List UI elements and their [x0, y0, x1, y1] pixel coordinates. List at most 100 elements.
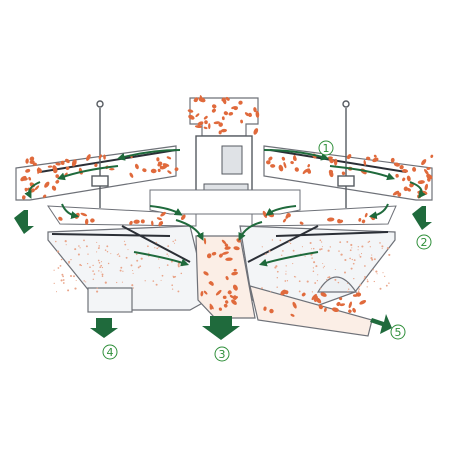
- fine-speck: [359, 255, 362, 258]
- material-particle: [324, 307, 327, 312]
- material-particle: [313, 295, 318, 302]
- material-particle: [203, 126, 208, 130]
- material-particle: [278, 164, 284, 172]
- material-particle: [406, 187, 411, 192]
- material-particle: [228, 112, 234, 116]
- fine-speck: [311, 257, 313, 259]
- fine-speck: [276, 286, 278, 288]
- material-particle: [292, 155, 297, 161]
- fine-speck: [104, 281, 107, 284]
- material-particle: [424, 183, 429, 191]
- material-particle: [430, 154, 434, 158]
- fine-speck: [172, 240, 174, 243]
- fine-speck: [289, 242, 292, 245]
- material-particle: [232, 296, 239, 300]
- material-particle: [227, 290, 232, 295]
- material-particle: [253, 107, 257, 113]
- fine-speck: [62, 282, 65, 284]
- fine-speck: [144, 280, 146, 282]
- fine-speck: [167, 245, 170, 247]
- fine-speck: [98, 262, 101, 264]
- callout-number: 3: [219, 348, 226, 361]
- fine-speck: [276, 277, 278, 279]
- fine-speck: [70, 275, 72, 277]
- left-cone-plate: [47, 205, 197, 227]
- material-particle: [421, 159, 427, 166]
- material-particle: [225, 300, 229, 304]
- material-particle: [399, 165, 404, 170]
- fine-speck: [276, 270, 279, 273]
- material-particle: [244, 112, 250, 117]
- fine-speck: [312, 267, 314, 269]
- fine-speck: [136, 259, 139, 262]
- fine-speck: [339, 241, 342, 244]
- fine-speck: [99, 266, 102, 269]
- fine-speck: [147, 245, 149, 248]
- material-particle: [200, 291, 204, 297]
- fine-speck: [123, 240, 126, 242]
- material-particle: [142, 168, 147, 173]
- fine-speck: [348, 288, 350, 290]
- fine-speck: [284, 280, 287, 282]
- material-particle: [213, 121, 220, 125]
- fine-speck: [353, 259, 356, 262]
- material-particle: [29, 156, 35, 162]
- fine-speck: [101, 275, 104, 277]
- fine-speck: [60, 279, 63, 282]
- fine-speck: [122, 270, 124, 272]
- fine-speck: [323, 265, 325, 267]
- fine-speck: [132, 287, 135, 289]
- fine-speck: [358, 254, 360, 256]
- material-particle: [355, 292, 362, 297]
- fine-speck: [117, 253, 120, 255]
- fine-speck: [285, 273, 287, 275]
- material-particle: [292, 301, 297, 309]
- fine-speck: [116, 254, 118, 256]
- material-particle: [284, 290, 289, 295]
- material-particle: [193, 98, 198, 103]
- fine-speck: [92, 264, 94, 267]
- fine-speck: [373, 280, 375, 283]
- callout-3: 3: [214, 346, 230, 362]
- fine-speck: [97, 259, 100, 262]
- material-particle: [417, 180, 425, 185]
- material-particle: [52, 165, 58, 173]
- material-particle: [333, 158, 338, 166]
- callout-circle: [102, 344, 118, 360]
- material-particle: [221, 116, 225, 121]
- fine-speck: [292, 263, 294, 265]
- material-particle: [157, 168, 161, 173]
- fine-speck: [312, 247, 315, 250]
- fine-speck: [279, 239, 282, 242]
- fine-speck: [135, 253, 138, 256]
- fine-speck: [92, 278, 95, 281]
- material-particle: [203, 115, 208, 120]
- fine-speck: [320, 287, 322, 289]
- callout-circle: [390, 324, 406, 340]
- left-upper-plate: [15, 145, 177, 201]
- fine-speck: [375, 270, 378, 273]
- fine-speck: [62, 279, 65, 281]
- material-particle: [174, 167, 179, 172]
- fine-speck: [337, 281, 340, 284]
- fine-speck: [346, 240, 349, 243]
- material-particle: [364, 212, 368, 218]
- fine-speck: [351, 247, 353, 249]
- callout-circle: [318, 140, 334, 156]
- fine-speck: [340, 253, 343, 256]
- material-particle: [55, 179, 60, 184]
- material-particle: [402, 177, 406, 182]
- fine-speck: [388, 282, 390, 284]
- material-particle: [248, 112, 252, 117]
- fine-speck: [96, 241, 98, 243]
- material-particle: [162, 163, 170, 167]
- fine-speck: [55, 240, 57, 243]
- material-particle: [406, 175, 411, 182]
- fine-speck: [369, 246, 371, 248]
- fine-speck: [358, 288, 360, 290]
- fine-speck: [379, 287, 382, 290]
- fine-speck: [132, 272, 134, 274]
- material-particle: [221, 98, 226, 102]
- fine-speck: [301, 246, 303, 248]
